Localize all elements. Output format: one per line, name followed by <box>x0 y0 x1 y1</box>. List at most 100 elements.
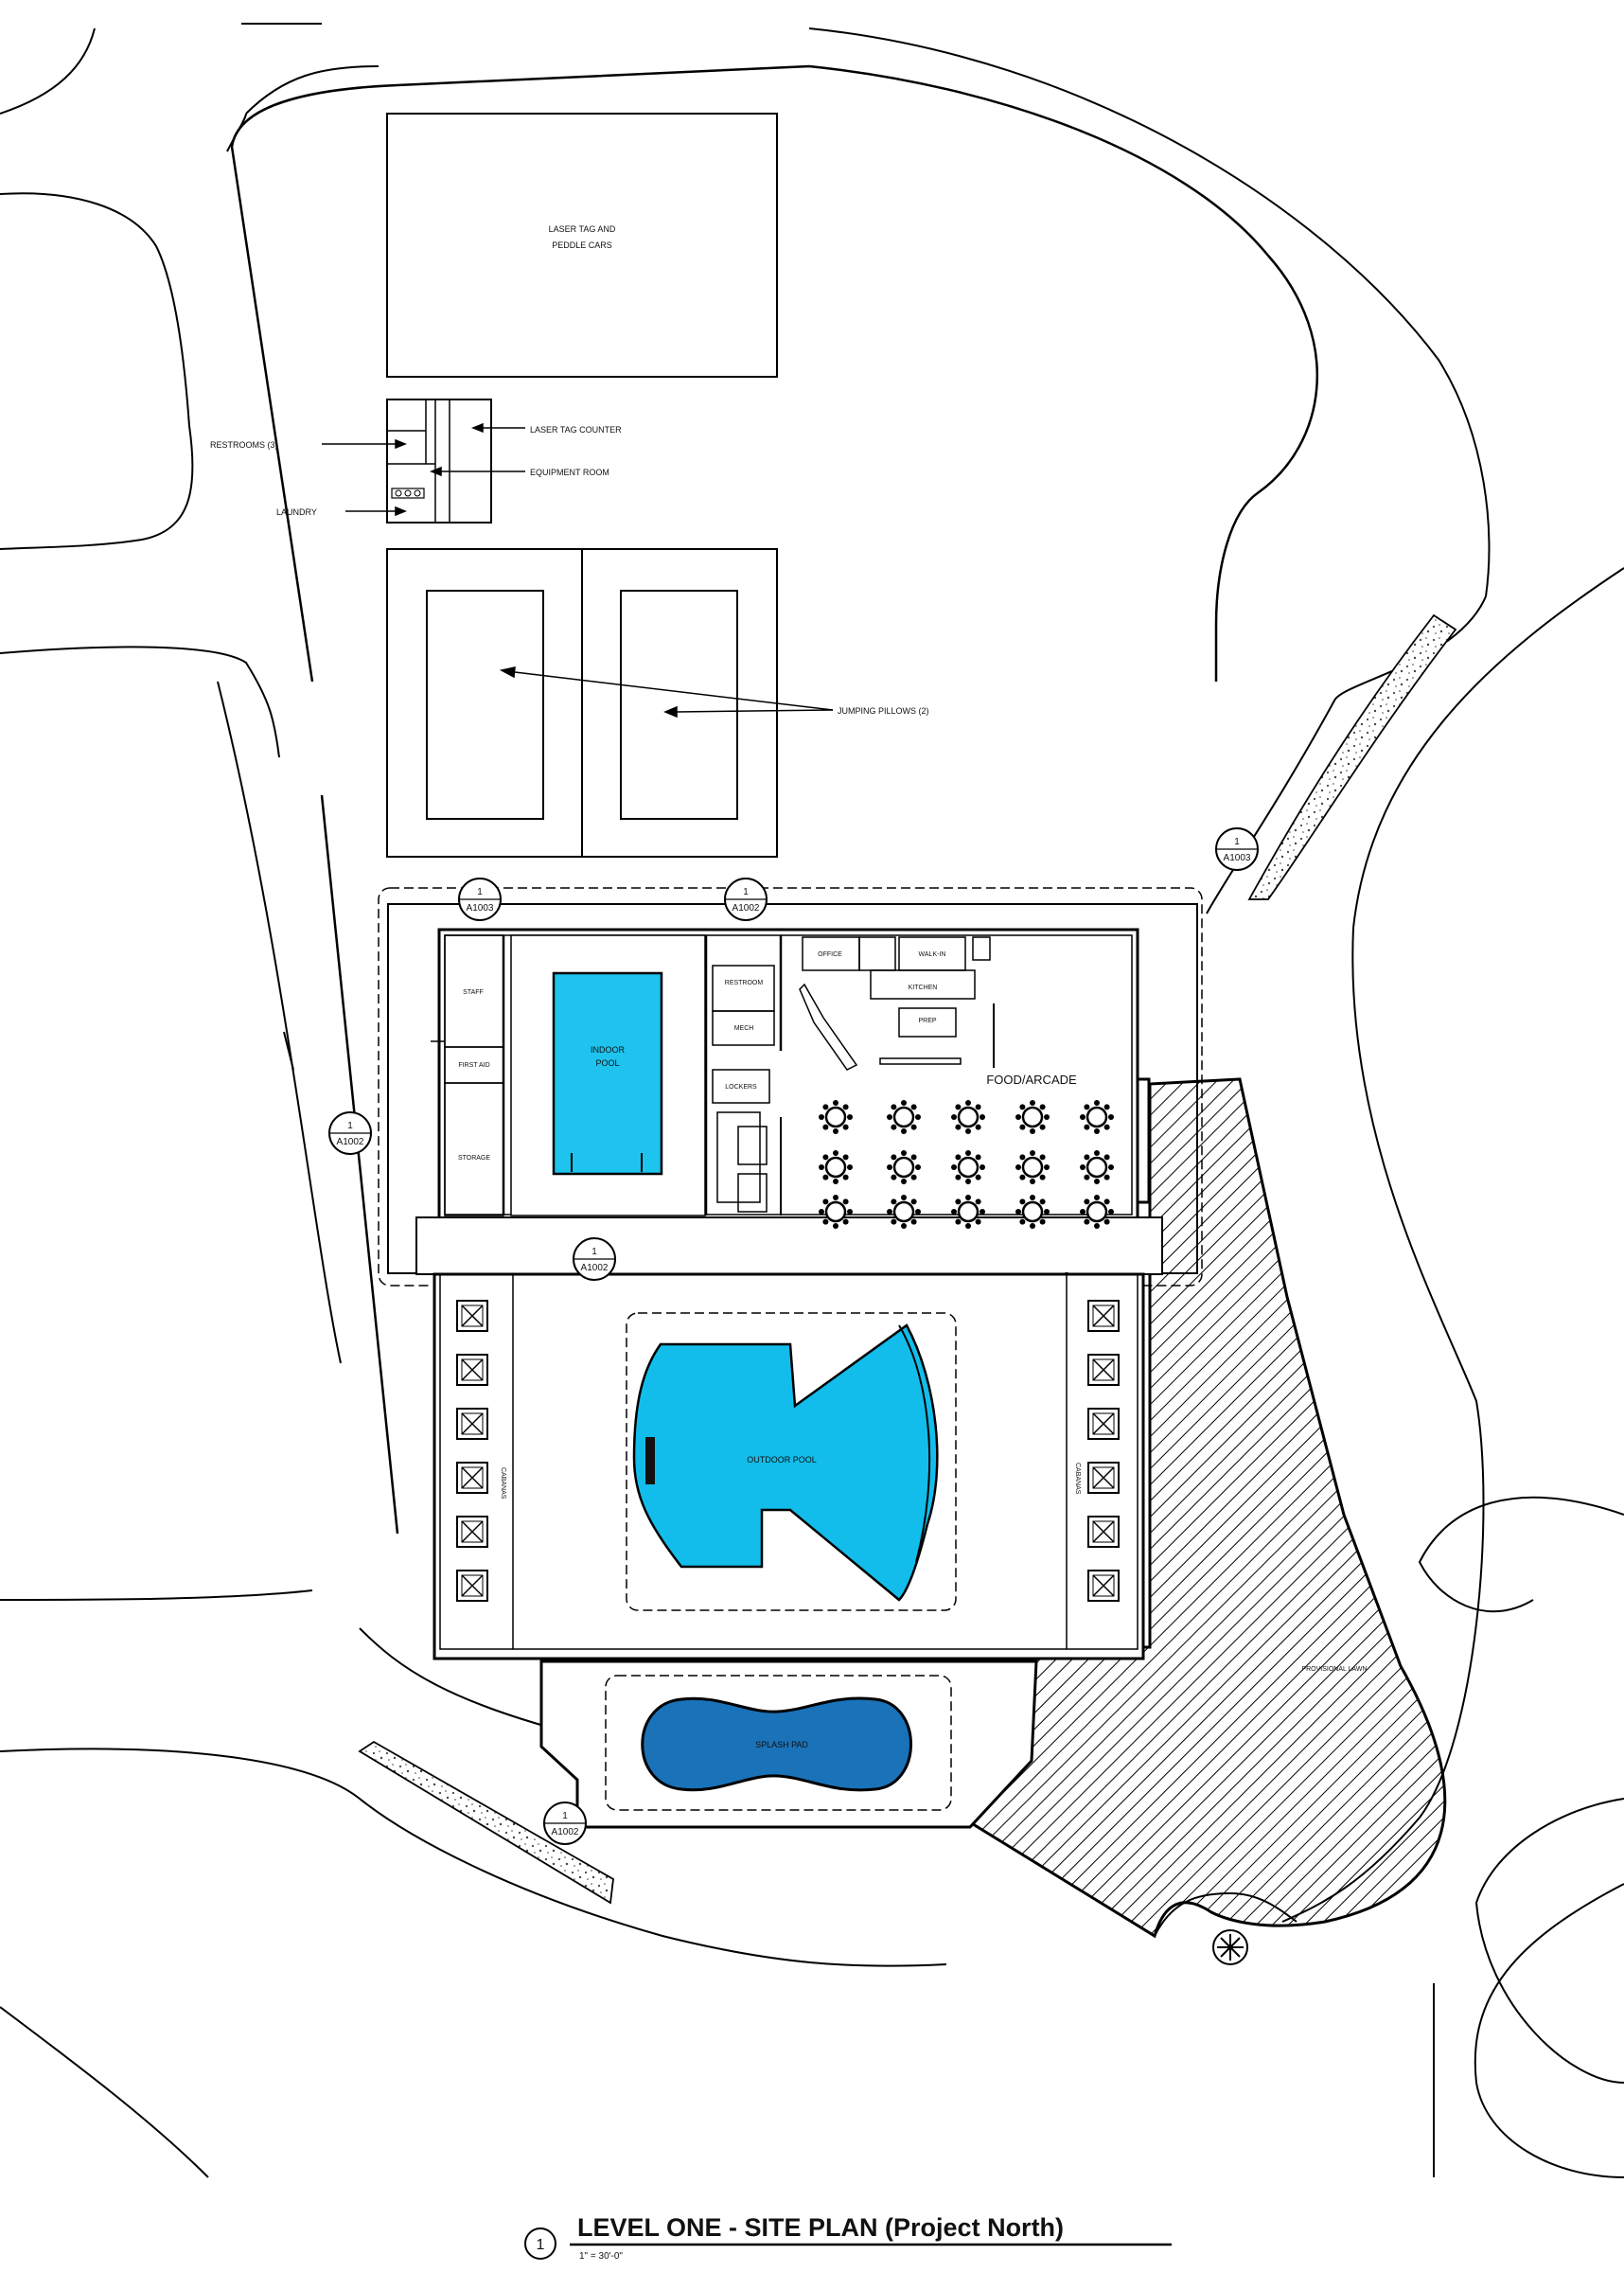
section-tag-number: 1 <box>1234 837 1240 847</box>
cabana[interactable] <box>456 1516 488 1548</box>
title-block: 1 LEVEL ONE - SITE PLAN (Project North) … <box>524 2213 1172 2262</box>
jumping-pillows-leaders <box>499 666 834 719</box>
indoor-pool-label-line2: POOL <box>595 1058 619 1068</box>
dining-table[interactable] <box>819 1100 853 1134</box>
lawn-area-label: PROVISIONAL LAWN <box>1301 1666 1367 1673</box>
title-number: 1 <box>537 2237 545 2253</box>
kitchen-room-label-3: KITCHEN <box>909 985 938 991</box>
pool-deck-outline <box>432 1272 1145 1660</box>
gravel-path-south-west <box>358 1740 614 1905</box>
cabana[interactable] <box>456 1462 488 1494</box>
west-cabana-label: CABANAS <box>500 1467 506 1500</box>
section-tag-sheet: A1002 <box>337 1137 364 1147</box>
section-tag-number: 1 <box>477 887 483 897</box>
indoor-pool-water <box>552 971 663 1176</box>
dining-table[interactable] <box>1015 1195 1050 1229</box>
cabana[interactable] <box>1087 1462 1120 1494</box>
dining-table[interactable] <box>887 1150 921 1184</box>
cabana[interactable] <box>456 1354 488 1386</box>
hatched-lawn-area[interactable] <box>968 1077 1447 1939</box>
dining-tables[interactable] <box>819 1100 1114 1229</box>
section-tag-sheet: A1002 <box>581 1263 609 1273</box>
section-tag-sheet: A1002 <box>733 903 760 914</box>
dining-table[interactable] <box>1080 1195 1114 1229</box>
cabana[interactable] <box>1087 1516 1120 1548</box>
dining-table[interactable] <box>1015 1100 1050 1134</box>
laser-tag-building-label-line2: PEDDLE CARS <box>552 240 612 250</box>
center-rooms[interactable] <box>704 935 783 1216</box>
pool-deck-east-band <box>1066 1273 1139 1650</box>
kitchen-room-label-4: PREP <box>918 1018 936 1024</box>
equipment-room-label: EQUIPMENT ROOM <box>530 468 609 477</box>
outdoor-pool-edge <box>898 1324 931 1563</box>
section-tag-sheet: A1003 <box>1224 853 1251 863</box>
gravel-path-north-east <box>1247 613 1457 900</box>
dining-table[interactable] <box>951 1150 985 1184</box>
center-room-label-3: LOCKERS <box>725 1084 757 1091</box>
outdoor-pool-water[interactable] <box>632 1323 939 1602</box>
splash-pad-water[interactable] <box>641 1696 912 1792</box>
section-tag-sheet: A1003 <box>467 903 494 914</box>
support-building[interactable] <box>386 399 492 524</box>
west-rooms[interactable] <box>431 934 505 1216</box>
food-arcade-label: FOOD/ARCADE <box>986 1073 1077 1087</box>
section-tag-number: 1 <box>562 1811 568 1821</box>
restrooms-label: RESTROOMS (3) <box>210 440 278 450</box>
section-tag-number: 1 <box>743 887 749 897</box>
plan-scale: 1" = 30'-0" <box>579 2251 623 2262</box>
dining-table[interactable] <box>1080 1100 1114 1134</box>
section-tag-number: 1 <box>347 1121 353 1131</box>
cabana[interactable] <box>456 1570 488 1602</box>
dining-table[interactable] <box>819 1150 853 1184</box>
dining-table[interactable] <box>951 1195 985 1229</box>
section-tag-number: 1 <box>591 1247 597 1257</box>
outdoor-pool-area-dashed <box>626 1312 957 1611</box>
splash-pad-area-dashed <box>605 1675 952 1811</box>
title-number-circle <box>524 2228 556 2260</box>
kitchen-cluster[interactable] <box>799 936 995 1071</box>
cabana[interactable] <box>1087 1354 1120 1386</box>
dining-table[interactable] <box>887 1100 921 1134</box>
cabana[interactable] <box>1087 1408 1120 1440</box>
indoor-pool-label-line1: INDOOR <box>591 1045 626 1055</box>
kitchen-room-label-2: WALK-IN <box>919 951 946 958</box>
kitchen-room-label-1: OFFICE <box>818 951 842 958</box>
cabanas[interactable] <box>456 1300 1120 1602</box>
dining-table[interactable] <box>819 1195 853 1229</box>
west-room-label-2: FIRST AID <box>458 1062 489 1069</box>
support-building-leaders <box>322 422 525 517</box>
jumping-pillows-area[interactable] <box>386 548 778 858</box>
center-room-label-1: RESTROOM <box>725 980 764 986</box>
dining-table[interactable] <box>1015 1150 1050 1184</box>
laser-tag-counter-label: LASER TAG COUNTER <box>530 425 622 435</box>
west-room-label-3: STORAGE <box>458 1155 490 1162</box>
dining-table[interactable] <box>887 1195 921 1229</box>
laser-tag-building[interactable] <box>386 113 778 378</box>
dining-table[interactable] <box>951 1100 985 1134</box>
cabana[interactable] <box>456 1408 488 1440</box>
pool-deck-west-band <box>439 1273 514 1650</box>
cabana[interactable] <box>456 1300 488 1332</box>
laundry-label: LAUNDRY <box>276 507 317 517</box>
laser-tag-building-label-line1: LASER TAG AND <box>549 224 616 234</box>
cabana[interactable] <box>1087 1300 1120 1332</box>
dining-table[interactable] <box>1080 1150 1114 1184</box>
west-room-label-1: STAFF <box>463 989 484 996</box>
east-cabana-label: CABANAS <box>1074 1463 1081 1495</box>
splash-pad-label: SPLASH PAD <box>755 1740 808 1749</box>
cabana[interactable] <box>1087 1570 1120 1602</box>
jumping-pillows-label: JUMPING PILLOWS (2) <box>838 706 929 716</box>
east-stair <box>1136 1077 1151 1204</box>
drive-aisle-outline <box>230 64 1319 682</box>
center-room-label-2: MECH <box>734 1025 754 1032</box>
plan-title: LEVEL ONE - SITE PLAN (Project North) <box>577 2213 1064 2242</box>
indoor-pool-room[interactable] <box>510 934 706 1216</box>
